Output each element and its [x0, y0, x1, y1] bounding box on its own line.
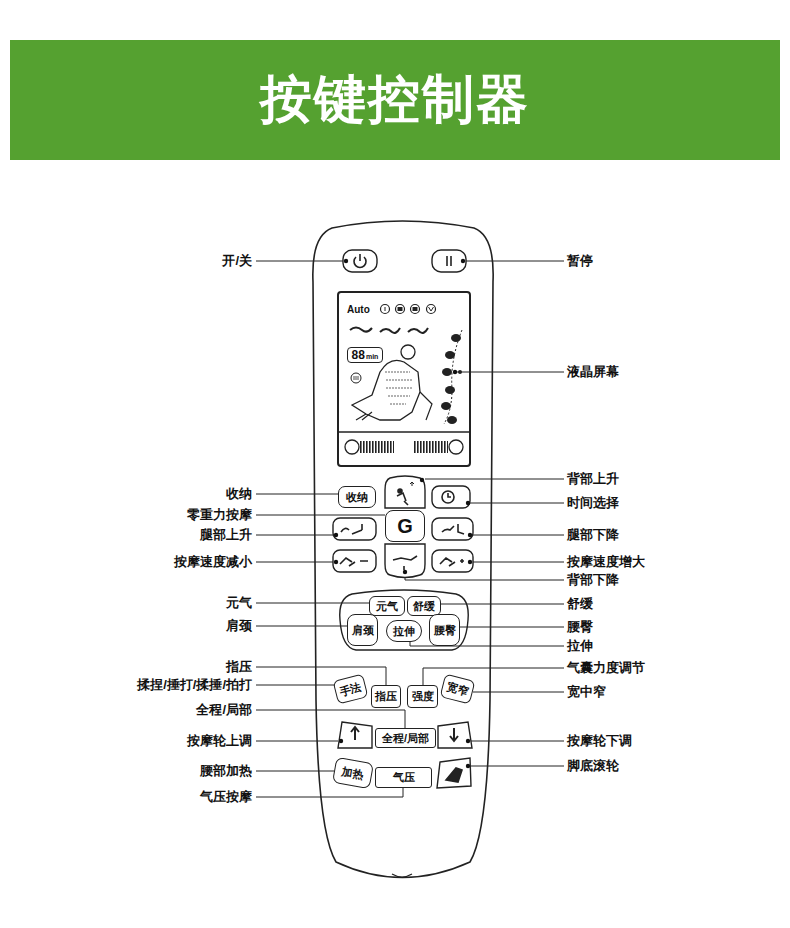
- screen-text: Auto: [347, 304, 370, 316]
- title-text: 按键控制器: [260, 65, 530, 135]
- button-text: 收纳: [346, 492, 368, 503]
- button-text: 气压: [393, 772, 415, 783]
- button-text: 舒缓: [413, 601, 435, 612]
- button-text: min: [366, 353, 378, 360]
- remote-button: 全程/局部: [375, 728, 436, 748]
- title-band: 按键控制器: [10, 40, 780, 160]
- callout-label: 按摩速度减小: [174, 553, 252, 571]
- icon-glyphs: [340, 254, 464, 782]
- callout-label: 开/关: [222, 252, 252, 270]
- icon-buttons: [333, 250, 473, 788]
- remote-button: 元气: [369, 596, 405, 616]
- lcd-screen: [338, 292, 470, 466]
- callout-label: 元气: [226, 594, 252, 612]
- remote-housing: [313, 221, 493, 878]
- button-text: 腰臀: [434, 625, 456, 636]
- button-text: 加热: [341, 766, 365, 781]
- remote-button: 收纳: [338, 486, 376, 508]
- callout-label: 气压按摩: [200, 788, 252, 806]
- button-text: 宽窄: [445, 681, 469, 697]
- button-text: 全程/局部: [382, 733, 429, 744]
- callout-label: 拉伸: [567, 637, 593, 655]
- callout-label: 脚底滚轮: [567, 757, 619, 775]
- remote-button: G: [385, 510, 425, 542]
- button-text: 88: [352, 349, 365, 361]
- callout-label: 腰臀: [567, 618, 593, 636]
- callout-label: 腰部加热: [200, 762, 252, 780]
- callout-label: 收纳: [226, 485, 252, 503]
- button-text: 肩颈: [352, 625, 374, 636]
- remote-button: 肩颈: [347, 614, 378, 646]
- button-text: 元气: [376, 601, 398, 612]
- button-text: 手法: [338, 681, 362, 697]
- callout-label: 指压: [226, 658, 252, 676]
- callout-label: 按摩轮上调: [187, 732, 252, 750]
- remote-button: 强度: [407, 685, 438, 708]
- callout-label: 时间选择: [567, 494, 619, 512]
- leader-dots: [334, 259, 472, 768]
- timer-display: 88min: [347, 347, 383, 363]
- remote-button: 气压: [375, 767, 432, 788]
- mode-cluster: [340, 590, 469, 650]
- callout-label: 舒缓: [567, 595, 593, 613]
- remote-button: 拉伸: [386, 620, 422, 642]
- remote-button: 舒缓: [407, 596, 441, 616]
- callout-label: 腿部下降: [567, 526, 619, 544]
- callout-label: 腿部上升: [200, 526, 252, 544]
- leader-lines: [256, 261, 564, 797]
- callout-label: 按摩轮下调: [567, 732, 632, 750]
- button-text: G: [397, 516, 413, 536]
- callout-label: 气囊力度调节: [567, 659, 645, 677]
- callout-label: 液晶屏幕: [567, 363, 619, 381]
- button-text: 强度: [412, 691, 434, 702]
- callout-label: 宽中窄: [567, 683, 606, 701]
- button-text: 拉伸: [393, 626, 415, 637]
- callout-label: 揉捏/捶打/揉捶/拍打: [137, 676, 252, 694]
- callout-label: 背部上升: [567, 470, 619, 488]
- callout-label: 暂停: [567, 252, 593, 270]
- remote-button: 腰臀: [429, 614, 460, 646]
- callout-label: 全程/局部: [196, 701, 252, 719]
- callout-label: 背部下降: [567, 571, 619, 589]
- remote-button: 指压: [371, 685, 401, 708]
- callout-label: 零重力按摩: [187, 506, 252, 524]
- callout-label: 按摩速度增大: [567, 553, 645, 571]
- housing-notch: [392, 874, 412, 877]
- callout-label: 肩颈: [226, 617, 252, 635]
- button-text: 指压: [375, 691, 397, 702]
